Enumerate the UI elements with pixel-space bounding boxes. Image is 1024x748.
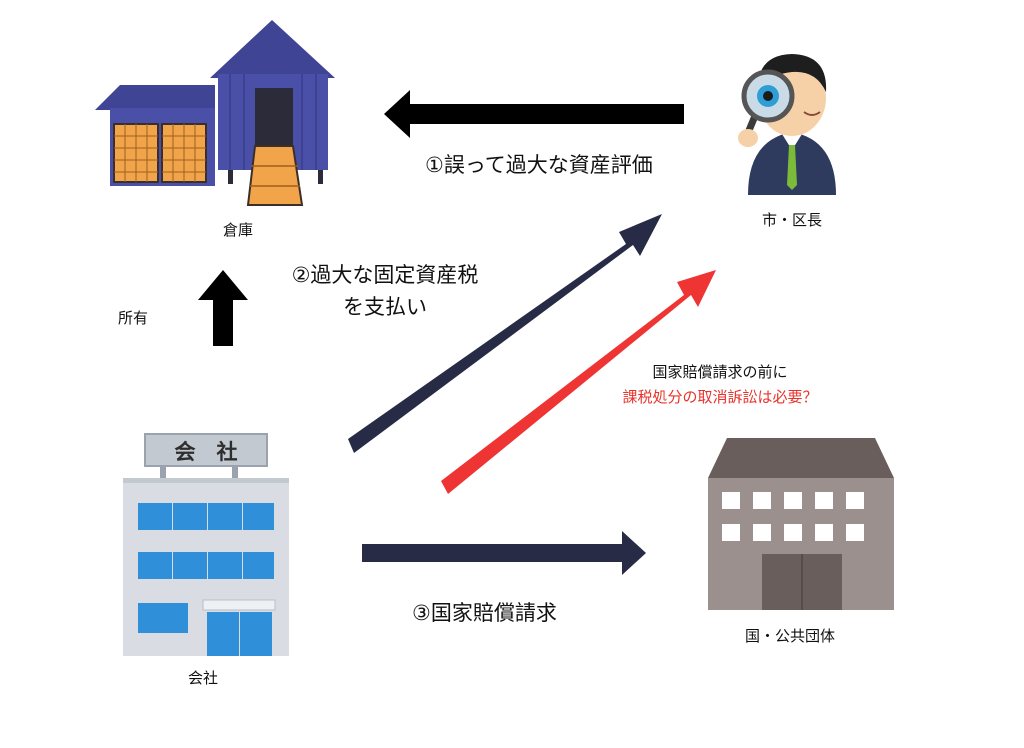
warehouse-icon [95,20,335,206]
arrow-state-compensation [362,531,646,575]
arrow-appraisal [384,90,684,138]
arrow-revocation-question [441,270,716,494]
question-label: 国家賠償請求の前に 課税処分の取消訴訟は必要？ [595,360,845,410]
ownership-label: 所有 [118,309,149,327]
step1-label: ①誤って過大な資産評価 [425,153,653,177]
arrow-ownership [198,270,248,346]
company-sign-text: 会 社 [175,440,238,464]
inspector-with-magnifier-icon [738,54,836,195]
question-line2: 課税処分の取消訴訟は必要？ [622,388,818,406]
arrow-tax-payment [348,214,662,453]
company-label: 会社 [188,669,219,687]
mayor-label: 市・区長 [762,211,823,229]
government-label: 国・公共団体 [745,627,836,645]
step2-label: ②過大な固定資産税 を支払い [270,259,500,323]
step3-label: ③国家賠償請求 [412,601,557,625]
company-building-icon [123,433,289,656]
step2-line2: を支払い [343,295,427,319]
question-line1: 国家賠償請求の前に [652,363,788,381]
step2-line1: ②過大な固定資産税 [291,263,479,287]
warehouse-label: 倉庫 [223,221,254,239]
government-building-icon [708,438,894,610]
